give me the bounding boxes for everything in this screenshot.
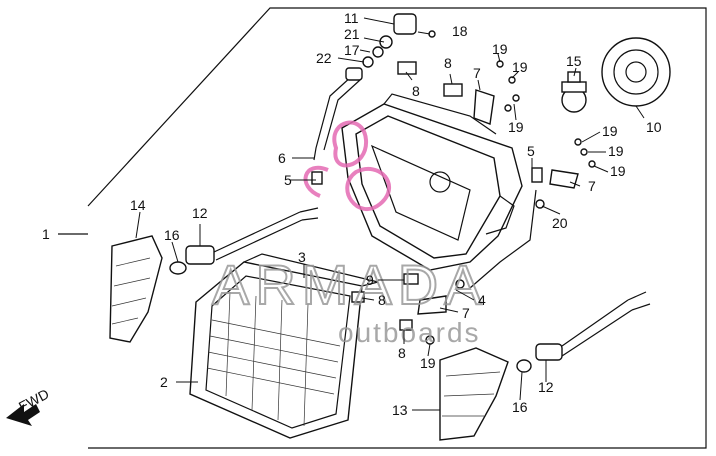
callout-16-a: 16	[164, 227, 180, 243]
left-turn-signal-lens	[109, 235, 163, 343]
brackets-screws	[311, 30, 596, 345]
callout-21: 21	[344, 26, 360, 42]
callout-19-b: 19	[512, 59, 528, 75]
callout-9: 9	[366, 272, 374, 288]
assembly-frame	[87, 7, 707, 449]
callout-19-e: 19	[608, 143, 624, 159]
callout-22: 22	[316, 50, 332, 66]
watermark: ARMADA outboards	[211, 120, 488, 348]
callout-7-a: 7	[473, 65, 481, 81]
callout-13: 13	[392, 402, 408, 418]
callout-15: 15	[566, 53, 582, 69]
callout-10: 10	[646, 119, 662, 135]
callout-2: 2	[160, 374, 168, 390]
callout-18: 18	[452, 23, 468, 39]
callout-7-c: 7	[462, 305, 470, 321]
callout-8-b: 8	[444, 55, 452, 71]
callout-6: 6	[278, 150, 286, 166]
headlight-rim	[243, 253, 379, 287]
position-light-socket	[313, 13, 417, 161]
callout-12-b: 12	[538, 379, 554, 395]
callout-19-c: 19	[508, 119, 524, 135]
callout-17: 17	[344, 42, 360, 58]
watermark-logo	[303, 120, 392, 212]
callout-8-c: 8	[378, 292, 386, 308]
callout-16-b: 16	[512, 399, 528, 415]
front-indicator: FWD	[6, 386, 52, 426]
watermark-sub: outboards	[338, 317, 481, 348]
dust-cover	[601, 37, 671, 107]
callout-14: 14	[130, 197, 146, 213]
callout-3: 3	[298, 249, 306, 265]
callout-19-d: 19	[602, 123, 618, 139]
callout-20: 20	[552, 215, 568, 231]
callout-19-f: 19	[610, 163, 626, 179]
callout-5-b: 5	[527, 143, 535, 159]
watermark-brand: ARMADA	[212, 253, 488, 316]
right-turn-signal-lens	[439, 347, 509, 441]
headlight-bulb	[561, 71, 587, 113]
callout-19-a: 19	[492, 41, 508, 57]
callout-19-g: 19	[420, 355, 436, 371]
callout-8-d: 8	[398, 345, 406, 361]
callouts: 1 2 3 4 5 5 6 7 7 7 8 8 8 8 9 10 11 12 1…	[42, 10, 662, 418]
callout-8-a: 8	[412, 83, 420, 99]
callout-4: 4	[478, 292, 486, 308]
leader-lines	[135, 17, 645, 411]
callout-7-b: 7	[588, 178, 596, 194]
left-socket-cable	[169, 207, 319, 275]
headlight-case	[341, 93, 523, 271]
callout-1: 1	[42, 226, 50, 242]
callout-12-a: 12	[192, 205, 208, 221]
side-wire	[469, 189, 537, 289]
callout-5-a: 5	[284, 172, 292, 188]
callout-11: 11	[344, 10, 359, 26]
right-socket-cable	[516, 291, 651, 373]
